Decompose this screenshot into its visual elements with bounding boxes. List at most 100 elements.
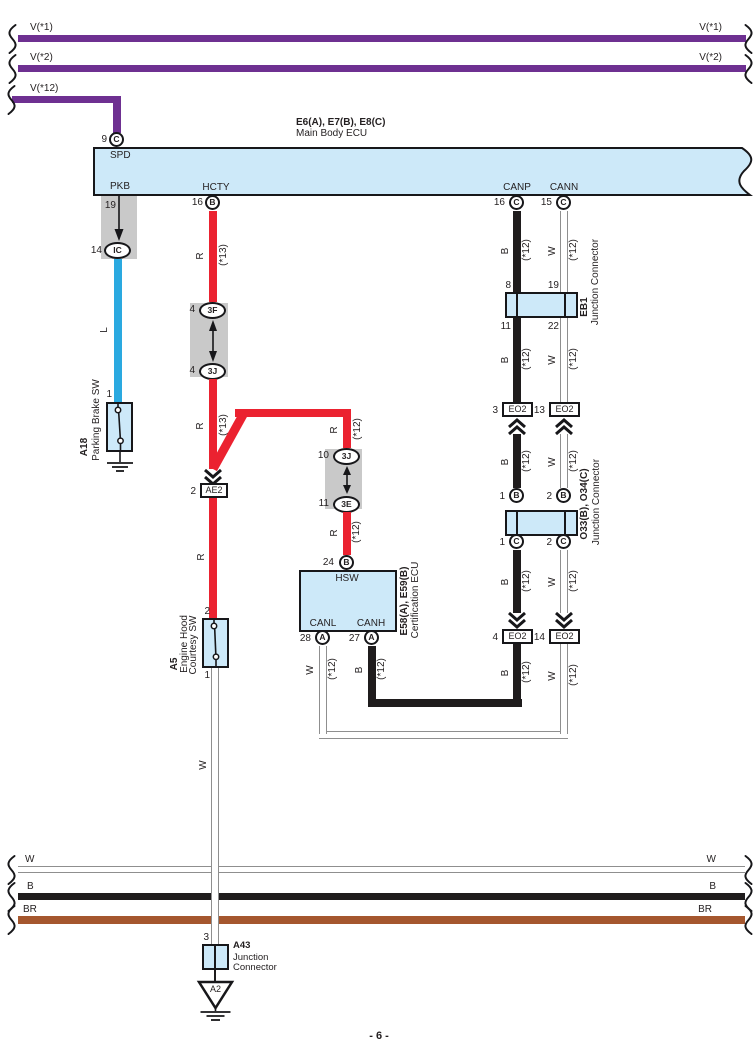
o33-pin-2-top: 2 — [546, 491, 552, 502]
a18-name: Parking Brake SW — [91, 379, 102, 461]
eo2-pin-13: 13 — [533, 405, 545, 416]
arrow-down-icon — [114, 196, 124, 241]
wire-l-blue — [114, 259, 122, 402]
a18-pin-1: 1 — [106, 389, 112, 400]
wire-a43-ground-stub — [214, 970, 216, 982]
connector-3j-oval: 3J — [333, 448, 360, 465]
certification-ecu-box — [299, 570, 397, 632]
ground-point-code: A2 — [209, 984, 221, 994]
terminal-cann: CANN — [549, 182, 579, 193]
wire-ref12-label: (*12) — [327, 658, 338, 680]
break-mark-icon — [8, 54, 17, 84]
chevron-down-icon — [508, 611, 526, 629]
wire-b-label: B — [500, 669, 511, 677]
pin-27-number: 27 — [348, 633, 360, 644]
wire-w-label: W — [198, 760, 209, 770]
eb1-name: Junction Connector — [590, 238, 601, 326]
o33-name: Junction Connector — [591, 458, 602, 546]
wire-b-label: B — [500, 458, 511, 466]
wire-ref12-label: (*12) — [376, 658, 387, 680]
wire-ref12-label: (*12) — [568, 664, 579, 686]
wire-w-label: W — [547, 671, 558, 681]
bus-v1-label-right: V(*1) — [699, 22, 722, 33]
3j-pin-number: 4 — [189, 365, 195, 376]
o33-cell-divider — [516, 512, 518, 534]
pin-28-number: 28 — [299, 633, 311, 644]
wire-w-label: W — [305, 665, 316, 675]
wire-red-branch-diagonal — [209, 410, 248, 472]
wire-canp-black-1 — [513, 211, 521, 293]
terminal-hsw: HSW — [335, 573, 359, 584]
ground-triangle-icon — [196, 980, 235, 1021]
connector-eo2-box: EO2 — [502, 402, 533, 417]
bus-v2-label-left: V(*2) — [30, 52, 53, 63]
o33-conn-c-left: C — [509, 534, 524, 549]
wire-canp-black-4 — [513, 550, 521, 613]
wire-hsw-red — [343, 512, 351, 555]
eo2-pin-4: 4 — [492, 632, 498, 643]
o33-pin-1-bottom: 1 — [499, 537, 505, 548]
wire-canp-black-3 — [513, 434, 521, 488]
terminal-canh: CANH — [356, 618, 386, 629]
pin-28-connector: A — [315, 630, 330, 645]
certification-ecu-name: Certification ECU — [410, 561, 421, 639]
chevron-up-icon — [555, 418, 573, 436]
a43-cell-divider — [214, 946, 216, 968]
wire-canl-vertical — [319, 646, 327, 734]
connector-eo2-box: EO2 — [549, 402, 580, 417]
o33-pin-2-bottom: 2 — [546, 537, 552, 548]
double-arrow-icon — [209, 320, 217, 362]
connector-eo2-box: EO2 — [549, 629, 580, 644]
pin-14-number: 14 — [90, 245, 102, 256]
bus-v1 — [18, 35, 746, 42]
pin-16-connector: B — [205, 195, 220, 210]
connector-3f-oval: 3F — [199, 302, 226, 319]
o33-conn-c-right: C — [556, 534, 571, 549]
break-mark-icon — [744, 54, 753, 84]
a5-pin-1: 1 — [204, 670, 210, 681]
wire-b-label: B — [354, 666, 365, 674]
wire-canl-right-vertical — [560, 644, 568, 734]
main-body-ecu-name: Main Body ECU — [296, 128, 368, 139]
connector-ae2-box: AE2 — [200, 483, 228, 498]
pin-9-number: 9 — [101, 134, 107, 145]
bus-b — [18, 893, 745, 900]
terminal-hcty: HCTY — [202, 182, 230, 193]
wire-hcty-red-3 — [209, 498, 217, 618]
main-body-ecu-torn-edge — [734, 147, 753, 196]
chevron-up-icon — [508, 418, 526, 436]
wire-ref12-label: (*12) — [521, 661, 532, 683]
o33-conn-b-left: B — [509, 488, 524, 503]
ae2-pin-number: 2 — [190, 486, 196, 497]
switch-contact-icon — [210, 618, 220, 668]
o33-pin-1-top: 1 — [499, 491, 505, 502]
bus-v1-label-left: V(*1) — [30, 22, 53, 33]
pin-24-connector: B — [339, 555, 354, 570]
break-mark-icon — [744, 24, 753, 54]
wire-red-branch-vertical — [343, 409, 351, 448]
a43-name-line1: Junction — [233, 952, 269, 963]
eb1-pin-22: 22 — [547, 321, 559, 332]
eb1-pin-11: 11 — [500, 321, 511, 332]
pin-19-number: 19 — [104, 200, 116, 211]
wire-cann-white-4 — [560, 550, 568, 613]
wire-hcty-red-1 — [209, 211, 217, 302]
o33-conn-b-right: B — [556, 488, 571, 503]
canp-pin-connector: C — [509, 195, 524, 210]
wire-ref12-label: (*12) — [521, 450, 532, 472]
break-mark-icon — [7, 85, 16, 115]
switch-contact-icon — [114, 402, 124, 452]
wire-canh-right-vertical — [513, 644, 521, 706]
wire-w-label: W — [547, 457, 558, 467]
wire-hcty-red-2 — [209, 379, 217, 469]
terminal-canl: CANL — [309, 618, 337, 629]
connector-3e-oval: 3E — [333, 496, 360, 513]
bus-b-label-left: B — [27, 881, 34, 892]
bus-w-label-right: W — [706, 854, 716, 865]
ground-icon — [107, 452, 133, 472]
bus-w — [18, 866, 745, 873]
o33-cell-divider — [564, 512, 566, 534]
connector-eo2-box: EO2 — [502, 629, 533, 644]
pin-24-number: 24 — [322, 557, 334, 568]
